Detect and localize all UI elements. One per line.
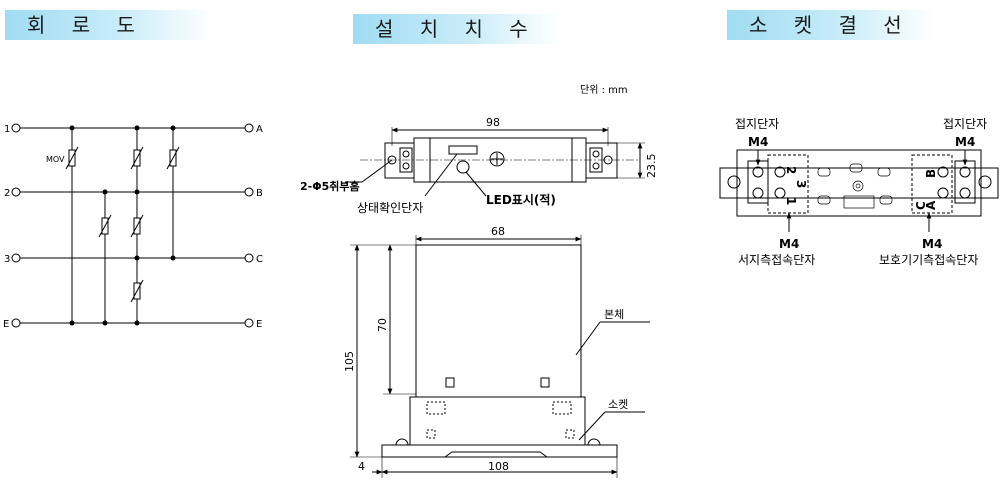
- mounting-hole-label: 2-Φ5취부홈: [300, 179, 360, 193]
- protected-side-size: M4: [922, 237, 942, 251]
- terminal-label-e-right: E: [256, 319, 262, 330]
- socket-number-2: 2: [784, 166, 798, 174]
- mov-symbol: [130, 214, 144, 238]
- ground-terminal-left-size: M4: [748, 135, 768, 149]
- socket-letter-b: B: [924, 169, 938, 178]
- terminal-label-3: 3: [4, 254, 10, 265]
- socket-number-1: 1: [784, 197, 798, 205]
- dim-height-side: 23.5: [645, 154, 658, 179]
- install-section-header: 설 치 치 수: [353, 14, 560, 44]
- circuit-terminals: [11, 123, 254, 328]
- circuit-junctions: [69, 125, 176, 326]
- socket-letter-c: C: [914, 201, 928, 210]
- mov-symbol: [98, 214, 112, 238]
- terminal-label-a: A: [256, 124, 263, 135]
- body-label: 본체: [604, 308, 624, 321]
- ground-terminal-left-label: 접지단자: [735, 117, 779, 131]
- terminal-label-e-left: E: [3, 319, 9, 330]
- mov-symbol: [166, 146, 180, 170]
- terminal-label-1: 1: [4, 124, 10, 135]
- socket-drawing: [719, 149, 999, 232]
- dim-body-width: 68: [491, 225, 505, 238]
- socket-section-header: 소 켓 결 선: [727, 10, 934, 40]
- socket-part-label: 소켓: [608, 398, 628, 411]
- terminal-label-2: 2: [4, 188, 10, 199]
- surge-side-size: M4: [779, 237, 799, 251]
- top-view-drawing: [345, 127, 645, 197]
- unit-label: 단위 : mm: [580, 83, 628, 96]
- mov-symbol: [130, 279, 144, 303]
- mov-symbol: [130, 146, 144, 170]
- dim-width-top: 98: [486, 116, 500, 129]
- dim-base-width: 108: [488, 460, 509, 473]
- mov-symbols: [65, 146, 180, 303]
- mov-label: MOV: [46, 155, 65, 164]
- front-view-drawing: [350, 235, 650, 478]
- dim-total-height: 105: [343, 351, 356, 372]
- socket-letter-a: A: [924, 200, 938, 210]
- ground-terminal-right-label: 접지단자: [943, 117, 987, 131]
- dim-body-height: 70: [376, 318, 389, 332]
- led-indicator-label: LED표시(적): [486, 192, 556, 207]
- surge-side-terminal-label: 서지측접속단자: [738, 253, 815, 267]
- socket-number-3: 3: [794, 180, 808, 188]
- mov-symbol: [65, 146, 79, 170]
- protected-side-terminal-label: 보호기기측접속단자: [879, 253, 978, 267]
- terminal-label-b: B: [256, 188, 263, 199]
- status-terminal-label: 상태확인단자: [357, 201, 423, 215]
- dim-base-offset: 4: [358, 460, 365, 473]
- circuit-section-header: 회 로 도: [5, 10, 212, 40]
- terminal-label-c: C: [256, 254, 263, 265]
- ground-terminal-right-size: M4: [955, 135, 975, 149]
